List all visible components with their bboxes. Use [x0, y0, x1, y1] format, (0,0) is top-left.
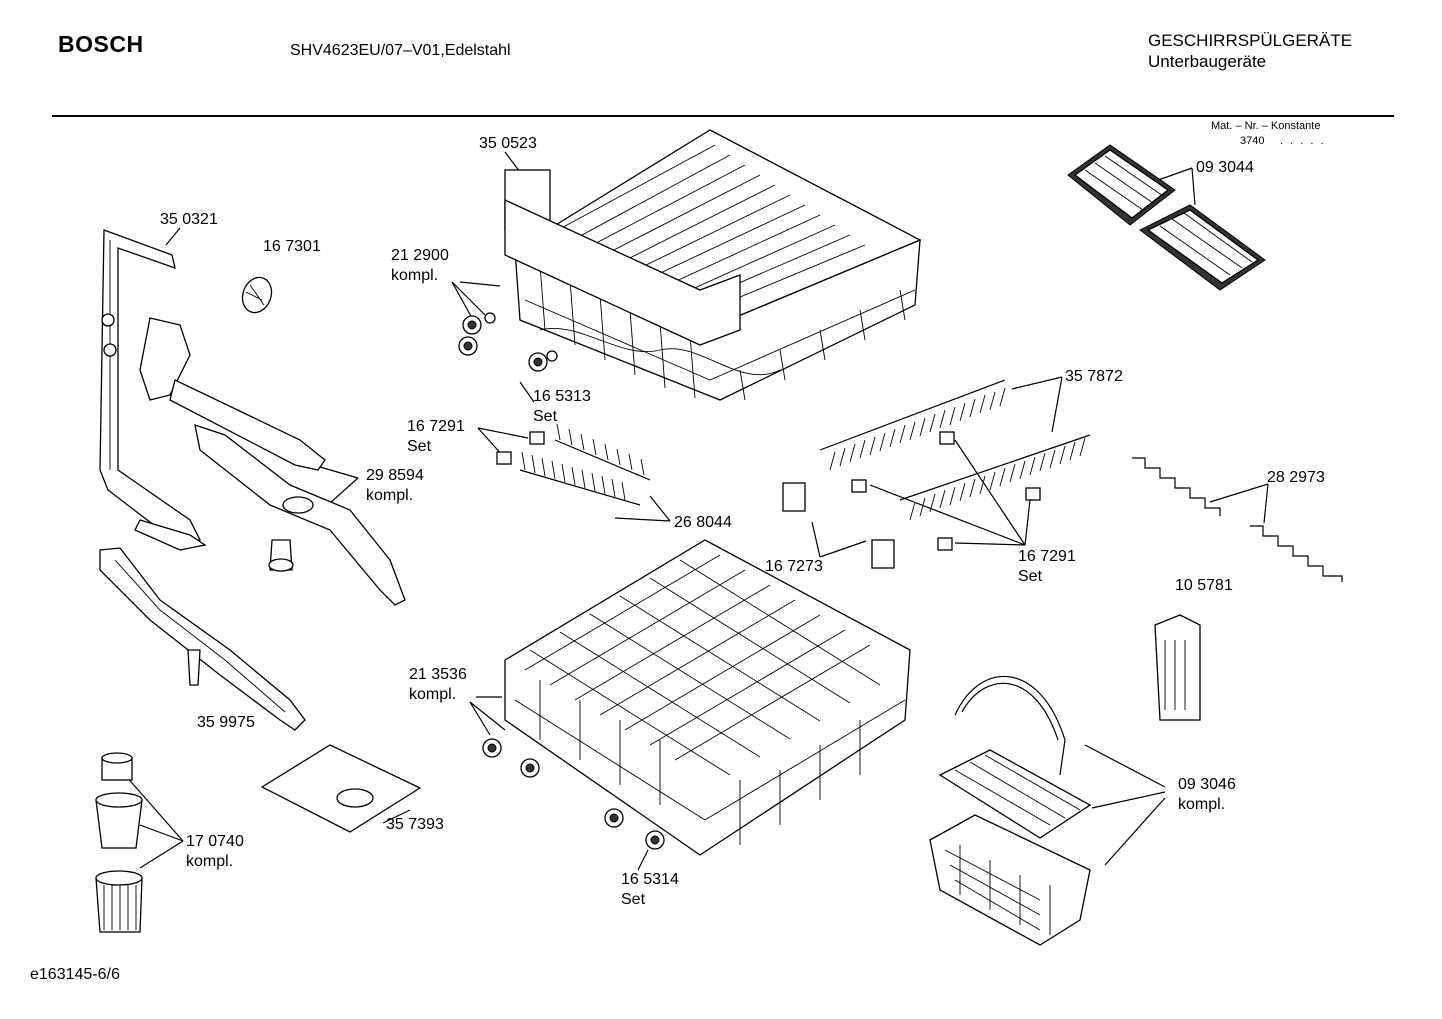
cutlery-cup — [1154, 614, 1201, 721]
part-number: 35 7872 — [1065, 368, 1123, 385]
part-number: 16 7273 — [765, 558, 823, 575]
part-note: Set — [1018, 568, 1043, 585]
part-number: 35 0523 — [479, 135, 537, 152]
part-number: 35 7393 — [386, 816, 444, 833]
part-note: kompl. — [409, 686, 457, 703]
filter-set — [95, 752, 143, 933]
part-note: kompl. — [366, 487, 414, 504]
lower-knobs — [482, 738, 665, 850]
mat-nr-dots: . . . . . — [1280, 135, 1326, 147]
part-number: 21 3536 — [409, 666, 467, 683]
part-number: 26 8044 — [674, 514, 732, 531]
part-note: Set — [407, 438, 432, 455]
part-label-093044: 09 3044 — [1196, 158, 1254, 178]
part-number: 16 7291 — [1018, 548, 1076, 565]
part-label-350321: 35 0321 — [160, 210, 218, 230]
part-label-105781: 10 5781 — [1175, 576, 1233, 596]
diagram-code: e163145-6/6 — [30, 966, 120, 983]
part-number: 29 8594 — [366, 467, 424, 484]
part-number: 09 3044 — [1196, 159, 1254, 176]
part-number: 17 0740 — [186, 833, 244, 850]
mat-nr-value: 3740 — [1240, 135, 1265, 147]
category-title: GESCHIRRSPÜLGERÄTE — [1148, 31, 1353, 50]
part-note: kompl. — [1178, 796, 1226, 813]
header-divider — [52, 115, 1394, 117]
subcategory-title: Unterbaugeräte — [1148, 52, 1267, 71]
part-label-298594: 29 8594 kompl. — [366, 466, 424, 506]
part-label-282973: 28 2973 — [1267, 468, 1325, 488]
part-number: 21 2900 — [391, 247, 449, 264]
part-label-170740: 17 0740 kompl. — [186, 832, 244, 872]
part-label-357872: 35 7872 — [1065, 367, 1123, 387]
part-number: 35 0321 — [160, 211, 218, 228]
cutlery-basket — [929, 675, 1092, 946]
part-note: kompl. — [391, 267, 439, 284]
part-number: 16 7301 — [263, 238, 321, 255]
mat-nr-label: Mat. – Nr. – Konstante — [1211, 120, 1321, 132]
upper-basket — [504, 129, 922, 401]
part-label-167273: 16 7273 — [765, 557, 823, 577]
model-number: SHV4623EU/07–V01,Edelstahl — [290, 42, 511, 59]
upper-knobs — [458, 312, 558, 372]
part-number: 09 3046 — [1178, 776, 1236, 793]
part-note: Set — [533, 408, 558, 425]
part-label-357393: 35 7393 — [386, 815, 444, 835]
lower-basket — [504, 539, 911, 856]
cutlery-trays — [1067, 144, 1266, 291]
plate-racks — [1132, 457, 1343, 582]
part-label-213536: 21 3536 kompl. — [409, 665, 467, 705]
leader-lines — [124, 151, 1269, 871]
spray-system — [99, 229, 406, 606]
part-label-350523: 35 0523 — [479, 134, 537, 154]
part-note: kompl. — [186, 853, 234, 870]
part-label-212900: 21 2900 kompl. — [391, 246, 449, 286]
part-note: Set — [621, 891, 646, 908]
part-number: 16 5314 — [621, 871, 679, 888]
lower-spray-arm — [99, 547, 306, 731]
brand-logo: BOSCH — [58, 31, 144, 57]
part-number: 16 5313 — [533, 388, 591, 405]
filter-plate — [260, 744, 422, 833]
part-number: 10 5781 — [1175, 577, 1233, 594]
part-label-268044: 26 8044 — [674, 513, 732, 533]
tine-rows — [519, 379, 1091, 521]
part-label-093046: 09 3046 kompl. — [1178, 775, 1236, 815]
part-number: 35 9975 — [197, 714, 255, 731]
part-number: 28 2973 — [1267, 469, 1325, 486]
part-label-167301: 16 7301 — [263, 237, 321, 257]
part-number: 16 7291 — [407, 418, 465, 435]
part-label-359975: 35 9975 — [197, 713, 255, 733]
clips — [496, 431, 1041, 569]
